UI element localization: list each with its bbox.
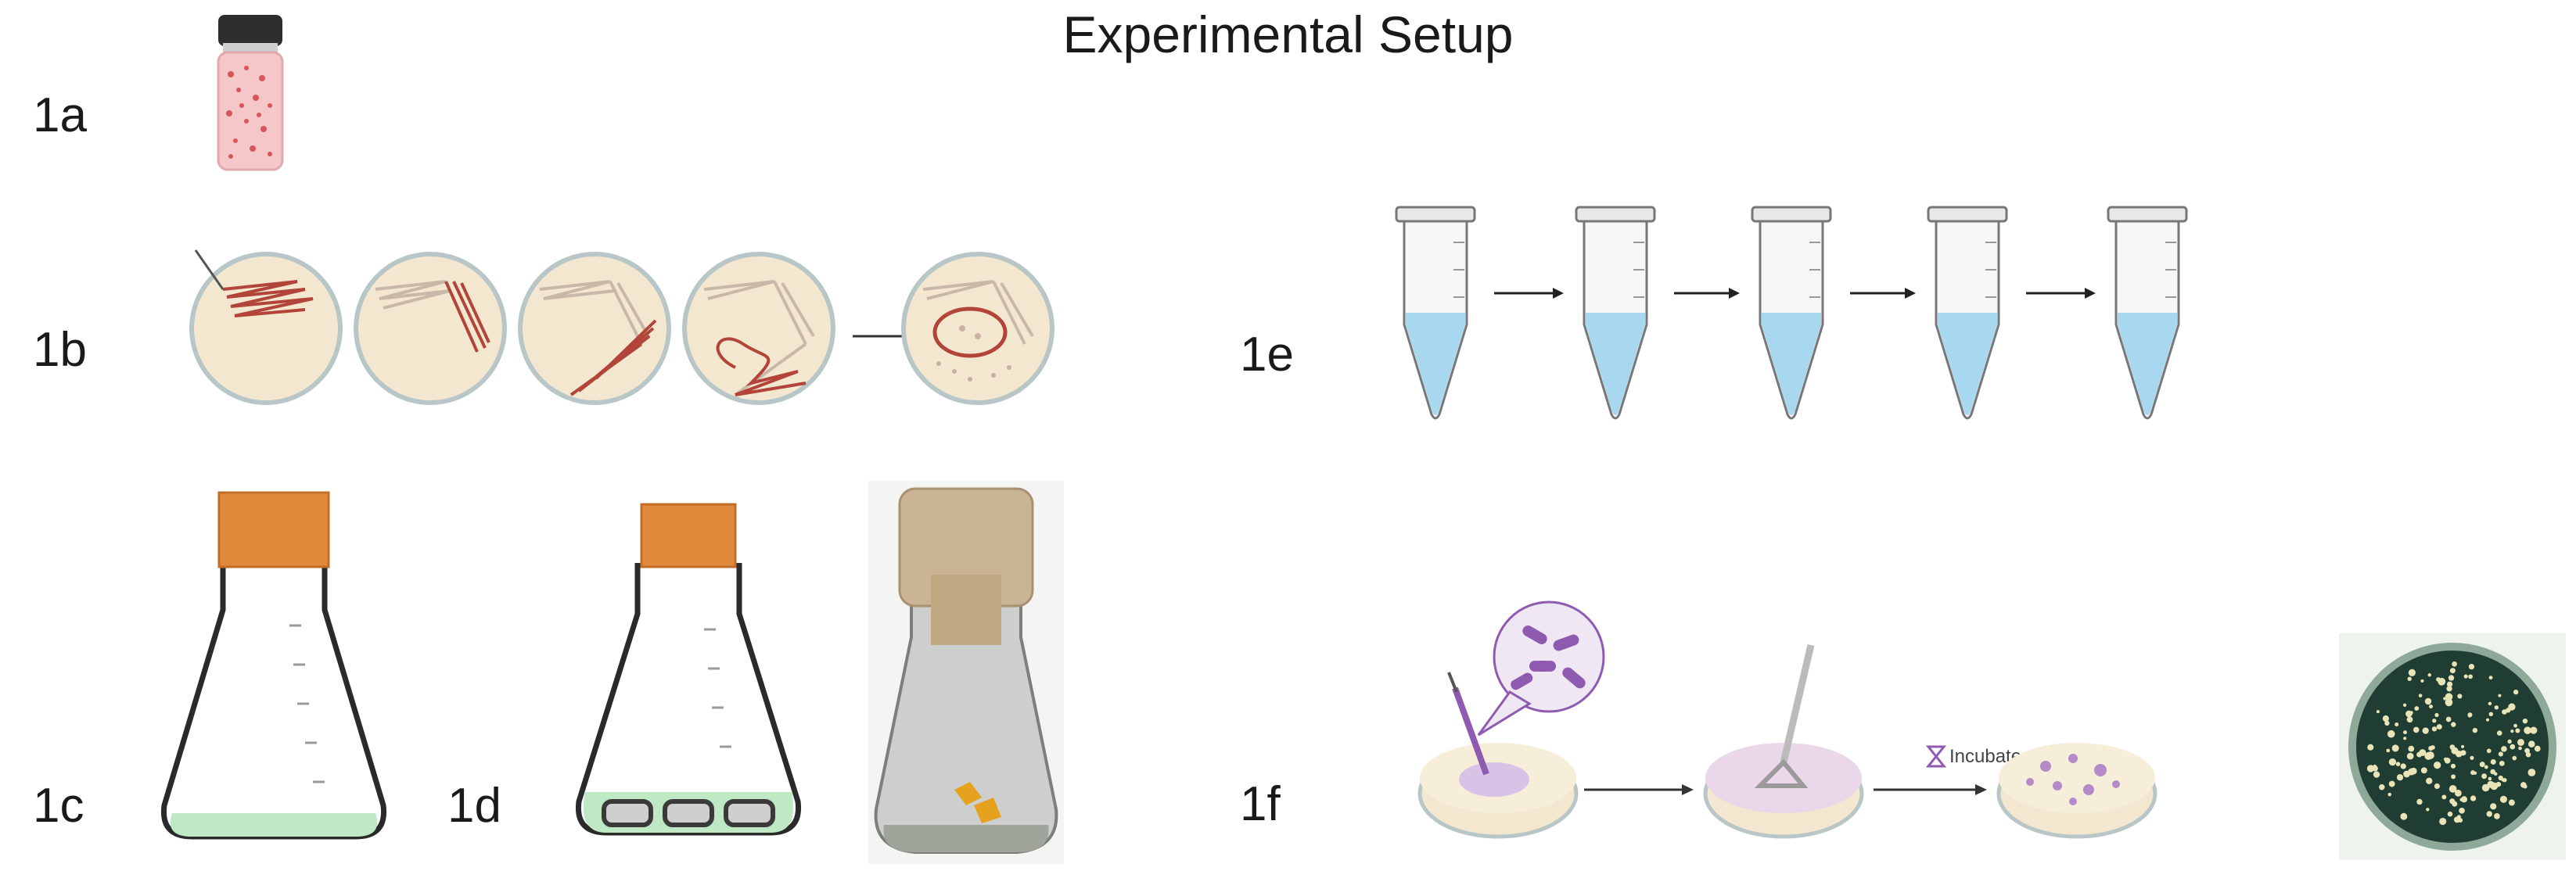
- microtube-icon: [1927, 206, 2008, 420]
- page-title: Experimental Setup: [1062, 5, 1514, 63]
- bacteria-zoom-bubble: [1477, 600, 1605, 737]
- flask-with-beads: [575, 503, 802, 836]
- arrow-icon: [1494, 288, 1564, 299]
- panel-label-1c: 1c: [33, 779, 84, 833]
- serial-dilution-tubes: [1395, 206, 2188, 420]
- petri-dish-4: [682, 252, 835, 405]
- petri-dish-colonies: [1996, 743, 2157, 839]
- arrow-icon: [1874, 784, 1987, 795]
- flask-with-medium: [160, 491, 387, 840]
- arrow-icon: [1850, 288, 1916, 299]
- arrow-icon: [2026, 288, 2096, 299]
- petri-dish-1: [189, 249, 343, 405]
- streak-plate-sequence: [189, 249, 1054, 405]
- petri-dish-isolated-colonies: [901, 252, 1054, 405]
- panel-label-1b: 1b: [33, 323, 87, 377]
- panel-label-1f: 1f: [1240, 777, 1281, 831]
- flask-photo: [868, 481, 1064, 864]
- arrow-icon: [1674, 288, 1740, 299]
- petri-dish-spreading: [1703, 643, 1864, 839]
- panel-label-1e: 1e: [1240, 328, 1294, 382]
- petri-dish-3: [518, 252, 671, 405]
- spread-plate-sequence: Incubate: [1417, 600, 2157, 839]
- hourglass-icon: [1925, 745, 1947, 768]
- microtube-icon: [2107, 206, 2188, 420]
- microtube-icon: [1575, 206, 1656, 420]
- panel-label-1a: 1a: [33, 88, 87, 142]
- petri-dish-inoculation: [1417, 672, 1579, 839]
- vial-icon: [217, 15, 284, 171]
- colony-plate-photo: [2339, 633, 2566, 860]
- panel-label-1d: 1d: [447, 779, 501, 833]
- arrow-icon: [1584, 784, 1694, 795]
- microtube-icon: [1751, 206, 1832, 420]
- microtube-icon: [1395, 206, 1476, 420]
- petri-dish-2: [354, 252, 507, 405]
